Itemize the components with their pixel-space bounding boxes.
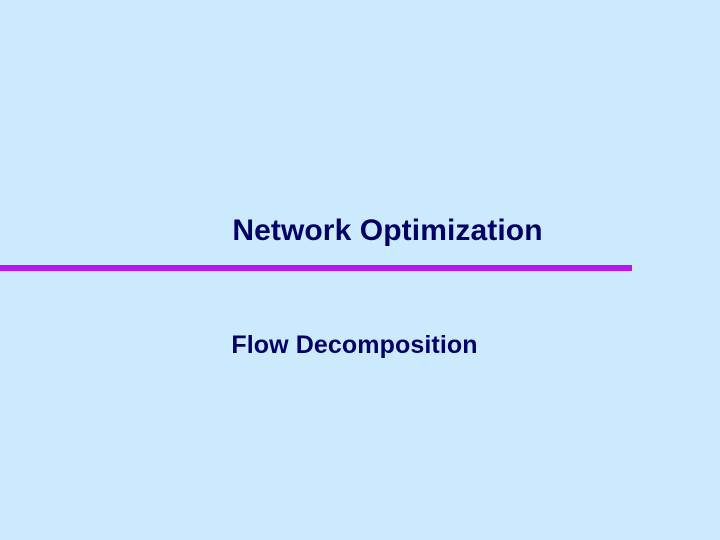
slide-title: Network Optimization — [232, 214, 543, 248]
slide-subtitle: Flow Decomposition — [231, 330, 478, 359]
divider-rule — [0, 265, 632, 271]
